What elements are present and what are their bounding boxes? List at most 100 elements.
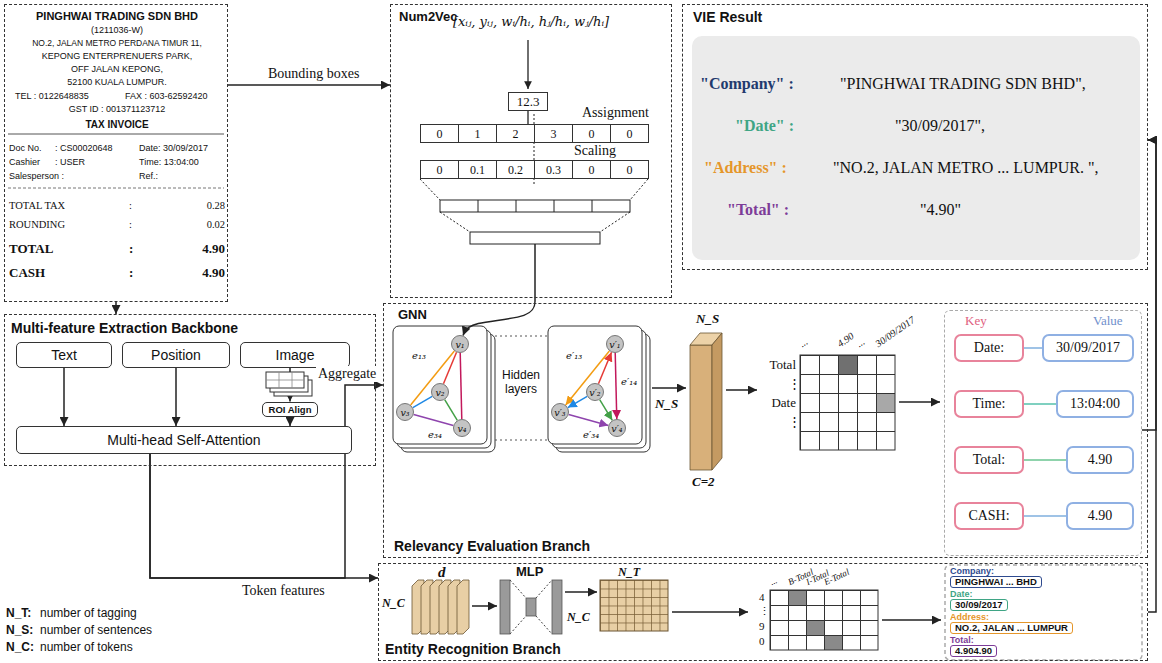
receipt-text: : <box>129 241 133 256</box>
entity-type: Company: <box>950 566 994 576</box>
legend-key: N_S: <box>6 623 33 637</box>
box-label: v′₃ <box>554 407 565 418</box>
box-label: 12.3 <box>517 94 540 109</box>
key-value-panel: Date:30/09/2017Time:13:04:00Total:4.90CA… <box>944 310 1142 556</box>
row-label: ⋮ <box>788 376 801 391</box>
hidden-layers-label: Hidden layers <box>497 368 545 396</box>
connector <box>460 353 462 419</box>
box-label: v₂ <box>435 387 444 398</box>
connector <box>600 400 613 421</box>
column-label: ... <box>797 336 810 350</box>
tag-matrix <box>770 590 878 650</box>
dimension-label: N_S <box>696 311 719 326</box>
result-value: "PINGHWAI TRADING SDN BHD", <box>840 74 1086 93</box>
edge-label: Token features <box>240 583 327 599</box>
connector <box>413 396 432 407</box>
edge-feature: e₃₄ <box>428 429 442 441</box>
connector <box>1148 140 1156 612</box>
box-label: Text <box>51 347 77 363</box>
legend-text: number of sentences <box>40 623 152 637</box>
vector-cell: 3 <box>534 124 573 143</box>
vector-cell: 0.3 <box>534 160 573 179</box>
receipt-text: (1211036-W) <box>5 25 229 36</box>
receipt-panel: PINGHWAI TRADING SDN BHD(1211036-W)NO.2,… <box>4 4 228 302</box>
module-box: ROI Align <box>262 402 318 417</box>
row-label: ⋮ <box>788 414 801 429</box>
connector <box>150 454 378 578</box>
result-value: "4.90" <box>920 200 961 219</box>
box-label: 13:04:00 <box>1070 396 1120 412</box>
box-label: 0 <box>589 127 595 141</box>
value-box: 4.90 <box>1066 502 1134 530</box>
row-label: 4 <box>759 591 765 604</box>
row-label: Total <box>752 357 796 372</box>
gnn-frames <box>393 326 650 452</box>
entity-type: Address: <box>950 612 989 622</box>
result-key: "Date" : <box>735 116 794 135</box>
vector-cell: 0.2 <box>496 160 535 179</box>
tagging-grid <box>600 580 668 631</box>
dimension-label: N_T <box>618 565 640 579</box>
panel-title: VIE Result <box>693 9 762 25</box>
vector-cell: 0 <box>420 160 459 179</box>
edge-feature: e′₃₄ <box>583 429 599 441</box>
result-card: "Company" : "PINGHWAI TRADING SDN BHD", "D… <box>692 36 1140 260</box>
connector <box>1024 515 1066 517</box>
receipt-text: : USER <box>55 157 85 168</box>
receipt-text: KEPONG ENTERPRENUERS PARK, <box>5 51 229 62</box>
entity-value: NO.2, JALAN ... LUMPUR <box>950 622 1073 634</box>
module-label: MLP <box>516 565 543 579</box>
box-label: v₁ <box>455 339 464 350</box>
vector-cell: 0 <box>420 124 459 143</box>
module-panel: 12.301230000.10.20.300Num2Vec <box>390 4 672 298</box>
receipt-text: Cashier <box>9 157 40 168</box>
vertex-circle <box>587 384 604 401</box>
edge-label: Aggregate <box>316 366 378 382</box>
module-box: Text <box>16 342 112 368</box>
entity-result-frame <box>945 565 1142 660</box>
connector <box>569 414 609 425</box>
connector <box>175 368 177 426</box>
module-panel: TextPositionImageROI AlignMulti-head Sel… <box>4 314 376 466</box>
value-box: 13:04:00 <box>1056 390 1134 418</box>
result-key: "Company" : <box>700 74 794 93</box>
row-label: 0 <box>759 635 765 648</box>
token-feature-slices <box>412 580 469 634</box>
value-box: 30/09/2017 <box>1042 334 1134 362</box>
vector-cell: 2 <box>496 124 535 143</box>
dimension-label: N_S <box>655 396 678 411</box>
hidden-layer-lines <box>495 336 548 440</box>
column-label: 4.90 <box>835 330 856 350</box>
receipt-text: : <box>129 265 133 280</box>
result-panel: "Company" : "PINGHWAI TRADING SDN BHD", "D… <box>682 4 1148 270</box>
entity-item: Date:30/09/2017 <box>950 589 1140 612</box>
key-box: CASH: <box>954 502 1024 530</box>
graph-vertex: v′₃ <box>551 403 569 421</box>
box-label: v₄ <box>457 423 466 434</box>
connector <box>615 353 617 419</box>
connector <box>1024 347 1042 349</box>
row-label: Date <box>752 395 796 410</box>
box-label: 0 <box>589 163 595 177</box>
box-label: 0 <box>437 163 443 177</box>
result-value: "NO.2, JALAN METRO ... LUMPUR. ", <box>833 158 1099 177</box>
key-box: Date: <box>954 334 1024 362</box>
vertex-circle <box>607 336 624 353</box>
graph-vertex: v₄ <box>453 419 471 437</box>
entity-type: Total: <box>950 635 974 645</box>
receipt-text: TEL : 0122648835 <box>15 91 89 102</box>
box-label: 3 <box>551 127 557 141</box>
num2vec-drawing <box>420 40 648 298</box>
receipt-text: Time: 13:04:00 <box>139 157 199 168</box>
connector <box>566 351 610 405</box>
graph-vertex: v′₁ <box>606 335 624 353</box>
receipt-text: 4.90 <box>165 241 225 256</box>
receipt-text: : <box>129 199 132 212</box>
receipt-text: GST ID : 001371123712 <box>5 104 229 115</box>
column-heading: Key <box>965 313 987 328</box>
box-label: v′₄ <box>611 423 622 434</box>
edge-label: Bounding boxes <box>266 66 361 82</box>
relevancy-matrix <box>800 355 895 450</box>
legend-key: N_C: <box>6 640 34 654</box>
entity-value: 30/09/2017 <box>950 599 1008 611</box>
